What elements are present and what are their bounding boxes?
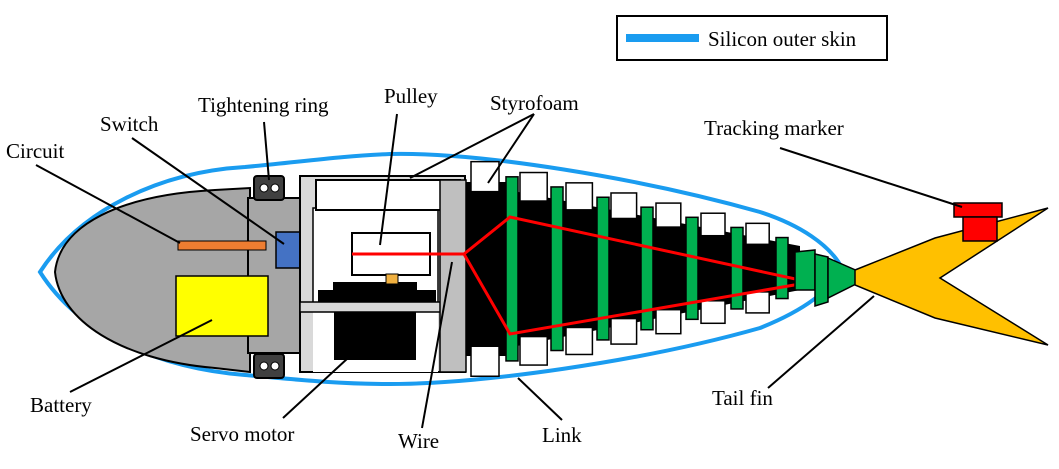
styrofoam-block-lower	[565, 326, 594, 356]
leader-battery	[69, 319, 213, 393]
label-battery: Battery	[30, 393, 92, 417]
label-wire: Wire	[398, 429, 439, 453]
tail-joint-2	[814, 253, 829, 308]
ring-bolt	[270, 361, 280, 371]
styrofoam-block-upper	[610, 192, 638, 220]
styrofoam-block-upper	[745, 222, 770, 246]
leader-circuit	[35, 164, 181, 244]
leader-wire	[421, 261, 453, 429]
styrofoam-block-upper	[470, 160, 500, 193]
ring-bolt	[259, 183, 269, 193]
ring-bolt	[270, 183, 280, 193]
battery	[175, 275, 269, 337]
leader-link	[517, 377, 563, 421]
servo-motor-body	[334, 312, 416, 360]
styrofoam-blocks	[470, 160, 770, 377]
wire-lower	[462, 253, 801, 336]
link-segment	[775, 236, 789, 300]
styrofoam-block-lower	[610, 317, 638, 345]
styrofoam-block-lower	[519, 335, 548, 366]
styrofoam-block-lower	[700, 300, 726, 325]
tracking-marker-base	[962, 216, 998, 242]
leader-switch	[131, 137, 285, 245]
label-tracking-marker: Tracking marker	[704, 116, 844, 140]
link-segment	[596, 196, 610, 341]
servo-shaft	[385, 273, 399, 285]
links	[505, 176, 789, 362]
legend-label: Silicon outer skin	[708, 27, 857, 51]
labels: Circuit Switch Tightening ring Pulley St…	[6, 84, 844, 453]
label-servo-motor: Servo motor	[190, 422, 294, 446]
label-switch: Switch	[100, 112, 159, 136]
styrofoam-block-upper	[700, 212, 726, 237]
circuit-board	[177, 240, 267, 251]
wires	[352, 215, 801, 336]
styrofoam-block-lower	[655, 308, 682, 335]
label-link: Link	[542, 423, 582, 447]
leader-servo-motor	[282, 357, 349, 419]
label-tail-fin: Tail fin	[712, 386, 773, 410]
leader-styrofoam-b	[487, 113, 535, 184]
link-segment	[640, 206, 654, 331]
leader-tail-fin	[767, 295, 875, 389]
tail-fin	[854, 207, 1049, 346]
wire-upper	[352, 215, 801, 282]
label-pulley: Pulley	[384, 84, 438, 108]
styrofoam-block-lower	[745, 291, 770, 314]
label-tightening-ring: Tightening ring	[198, 93, 329, 117]
servo-flange	[318, 290, 436, 304]
styrofoam-block-upper	[655, 202, 682, 228]
styrofoam-block-lower	[470, 345, 500, 377]
leader-tracking-marker	[779, 147, 963, 208]
styrofoam-block-upper	[519, 171, 548, 202]
leader-lines	[35, 113, 963, 429]
leader-styrofoam-a	[409, 113, 535, 179]
leader-tightening-ring	[263, 121, 270, 181]
label-styrofoam: Styrofoam	[490, 91, 579, 115]
bulkhead	[439, 179, 467, 373]
tracking-marker-cap	[953, 202, 1003, 218]
tightening-ring-bottom	[253, 353, 285, 379]
legend: Silicon outer skin	[616, 15, 888, 61]
label-circuit: Circuit	[6, 139, 64, 163]
ring-bolt	[259, 361, 269, 371]
styrofoam-block-upper	[565, 182, 594, 211]
leader-pulley	[379, 113, 398, 246]
link-segment	[685, 216, 699, 321]
tail-joint	[794, 249, 816, 291]
link-segment	[505, 176, 519, 362]
